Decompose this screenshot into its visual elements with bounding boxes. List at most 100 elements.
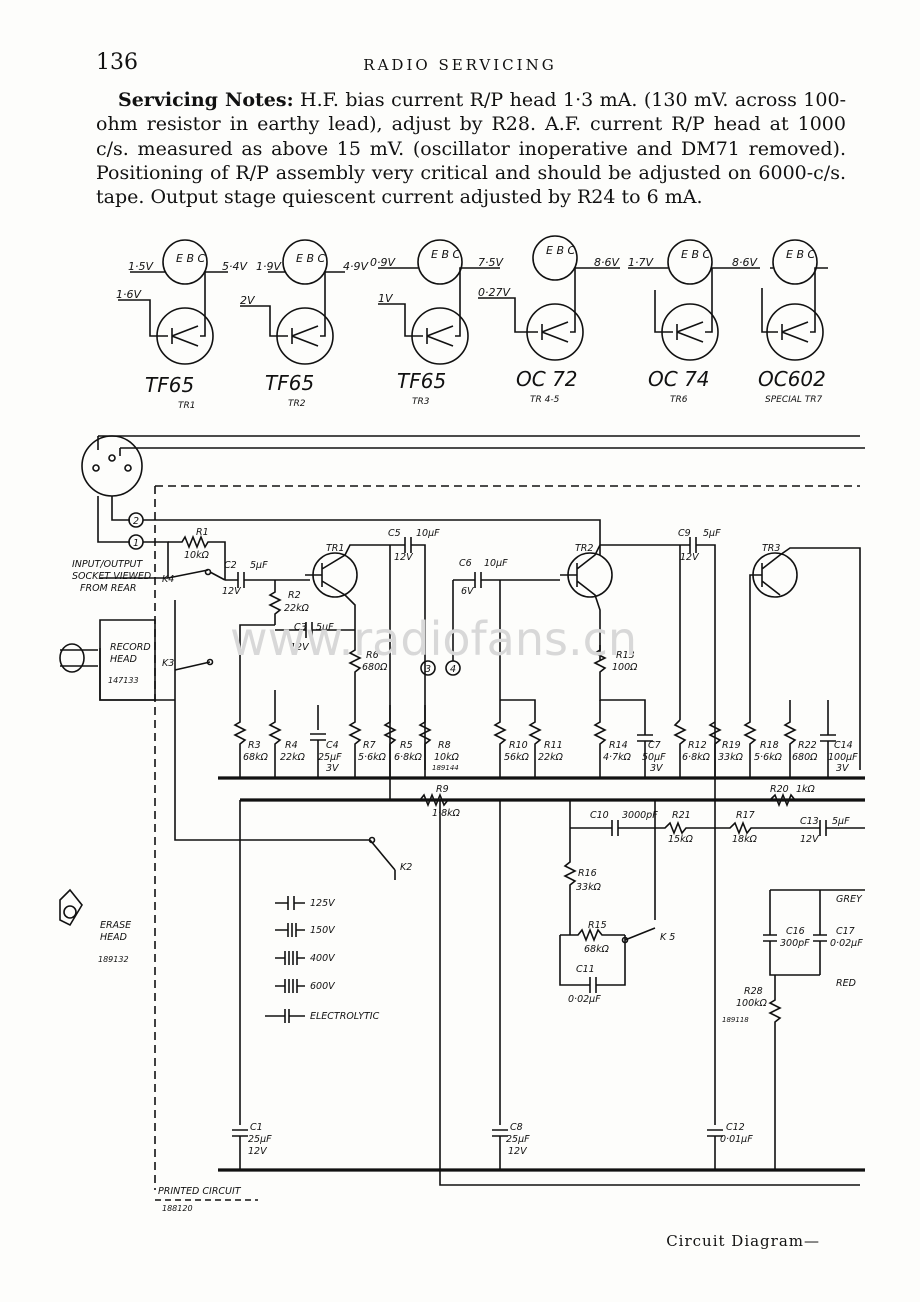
c6-voltage: 6V	[461, 586, 475, 597]
notes-heading: Servicing Notes:	[118, 89, 294, 111]
r3-label: R3	[248, 740, 261, 751]
r11-value: 22kΩ	[538, 752, 564, 763]
r6-label: R6	[366, 650, 379, 661]
c3-voltage: 12V	[290, 642, 310, 653]
r6-value: 680Ω	[362, 662, 388, 673]
tr1-label: TR1	[326, 543, 344, 554]
r14-label: R14	[609, 740, 628, 751]
r22-value: 680Ω	[792, 752, 818, 763]
r1-value: 10kΩ	[184, 550, 210, 561]
tr3-pin-labels: E B C 0·9V 1V 7·5V	[370, 248, 504, 305]
c14-value: 100μF	[828, 752, 858, 763]
r18-label: R18	[760, 740, 779, 751]
r20-value: 1kΩ	[796, 784, 816, 795]
circuit-wiring	[59, 435, 865, 1201]
r7-value: 5·6kΩ	[358, 752, 387, 763]
c9-value: 5μF	[703, 528, 721, 539]
node1-label: 2	[133, 516, 139, 527]
r21-label: R21	[672, 810, 691, 821]
socket-label-2: SOCKET VIEWED	[72, 571, 151, 582]
r2-label: R2	[288, 590, 301, 601]
c8-voltage: 12V	[508, 1146, 528, 1157]
tr6-type: OC 74	[648, 367, 710, 391]
tr7-pin-labels: E B C	[786, 248, 815, 261]
printed-circuit-part: 188120	[162, 1204, 193, 1213]
erase-head-label-2: HEAD	[100, 932, 127, 943]
tr3-v-bottom: 1V	[378, 292, 394, 305]
r13-label: R13	[616, 650, 635, 661]
c2-value: 5μF	[250, 560, 268, 571]
c11-label: C11	[576, 964, 595, 975]
tr3-type: TF65	[397, 369, 446, 393]
r16-value: 33kΩ	[576, 882, 602, 893]
red-label: RED	[836, 978, 856, 989]
c14-label: C14	[834, 740, 853, 751]
node3-label: 3	[425, 664, 431, 675]
r12-label: R12	[688, 740, 707, 751]
notes-body: H.F. bias current R/P head 1·3 mA. (130 …	[96, 89, 846, 209]
r15-value: 68kΩ	[584, 944, 610, 955]
r2-value: 22kΩ	[284, 603, 310, 614]
tr6-ref: TR6	[670, 395, 688, 405]
watermark: www.radiofans.cn	[230, 612, 637, 666]
c11-value: 0·02μF	[568, 994, 601, 1005]
printed-circuit-label: PRINTED CIRCUIT	[158, 1186, 242, 1197]
r7-label: R7	[363, 740, 376, 751]
figure-caption: Circuit Diagram—	[666, 1232, 820, 1250]
tr3-label: TR3	[762, 543, 780, 554]
tr3-v-top: 0·9V	[370, 256, 396, 269]
tr1-type: TF65	[145, 373, 194, 397]
r17-label: R17	[736, 810, 755, 821]
r28-label: R28	[744, 986, 763, 997]
c14-voltage: 3V	[836, 763, 850, 774]
tr1-v-top: 1·5V	[128, 260, 154, 273]
r1-label: R1	[196, 527, 209, 538]
page-number: 136	[96, 50, 138, 75]
k5-label: K 5	[660, 932, 675, 943]
tr2-v-top: 1·9V	[256, 260, 282, 273]
k3-label: K3	[162, 658, 174, 669]
tr6-pins: E B C	[681, 248, 710, 261]
c8-value: 25μF	[506, 1134, 530, 1145]
tr3-pins: E B C	[431, 248, 460, 261]
tr2-pin-labels: E B C 1·9V 2V 4·9V	[240, 252, 369, 307]
c12-value: 0·01μF	[720, 1134, 753, 1145]
r13-value: 100Ω	[612, 662, 638, 673]
r17-value: 18kΩ	[732, 834, 758, 845]
c4-label: C4	[326, 740, 339, 751]
tr7-ref: SPECIAL TR7	[765, 395, 823, 405]
servicing-notes: Servicing Notes: H.F. bias current R/P h…	[96, 88, 846, 209]
c2-voltage: 12V	[222, 586, 242, 597]
tr1-v-right: 5·4V	[222, 260, 248, 273]
node2-label: 1	[133, 538, 139, 549]
c6-label: C6	[459, 558, 472, 569]
r8-label: R8	[438, 740, 451, 751]
c13-voltage: 12V	[800, 834, 820, 845]
c17-label: C17	[836, 926, 855, 937]
c5-label: C5	[388, 528, 401, 539]
c7-label: C7	[648, 740, 661, 751]
tr6-v-top: 1·7V	[628, 256, 654, 269]
legend-electrolytic: ELECTROLYTIC	[310, 1011, 380, 1022]
socket-label-3: FROM REAR	[80, 583, 136, 594]
tr45-v-bottom: 0·27V	[478, 286, 511, 299]
erase-head-label-1: ERASE	[100, 920, 131, 931]
c9-voltage: 12V	[680, 552, 700, 563]
tr3-v-right: 7·5V	[478, 256, 504, 269]
tr6-v-right: 8·6V	[732, 256, 758, 269]
tr45-type: OC 72	[516, 367, 578, 391]
tr2-v-bottom: 2V	[240, 294, 256, 307]
legend-125v: 125V	[310, 898, 336, 909]
tr1-pin-labels: E B C 1·5V 1·6V 5·4V	[116, 252, 248, 301]
r11-label: R11	[544, 740, 563, 751]
tr6-pin-labels: E B C 1·7V 8·6V	[628, 248, 758, 269]
r28-value: 100kΩ	[736, 998, 768, 1009]
r3-value: 68kΩ	[243, 752, 269, 763]
c2-label: C2	[224, 560, 237, 571]
c13-value: 5μF	[832, 816, 850, 827]
tr3-ref: TR3	[412, 397, 430, 407]
r14-value: 4·7kΩ	[603, 752, 632, 763]
r19-label: R19	[722, 740, 741, 751]
r12-value: 6·8kΩ	[682, 752, 711, 763]
